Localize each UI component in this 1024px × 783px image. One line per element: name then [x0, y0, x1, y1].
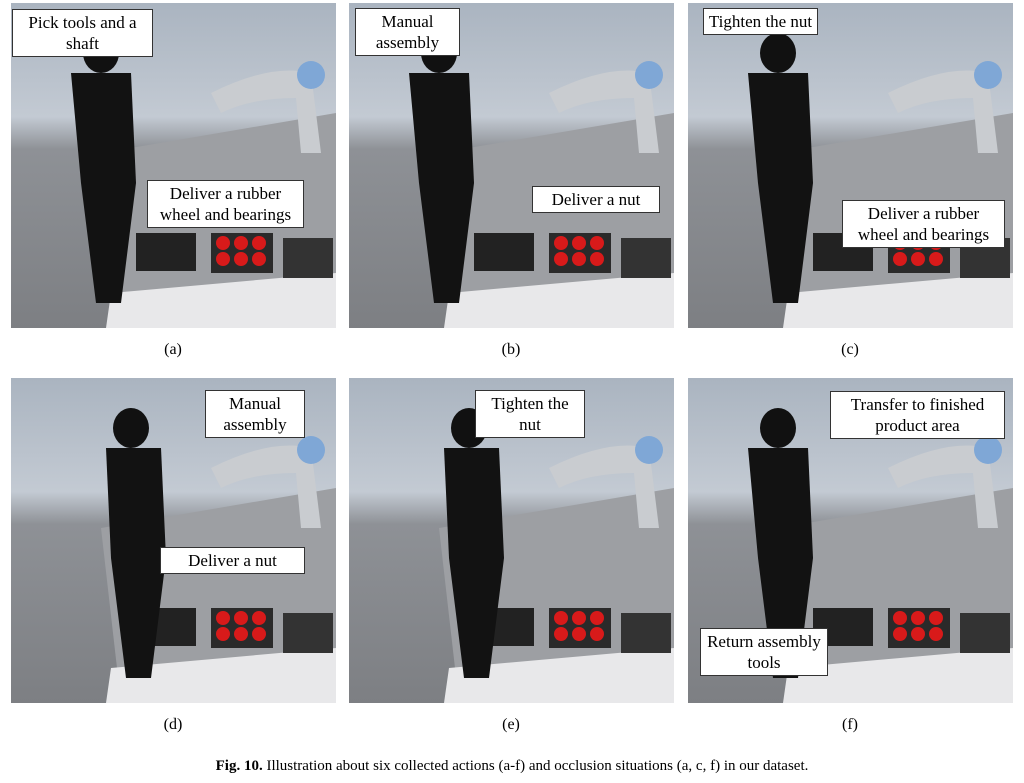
- subfigure-label: (d): [163, 716, 183, 733]
- subfigure-label: (f): [842, 716, 858, 733]
- callout: Pick tools and a shaft: [12, 9, 153, 57]
- subfigure-label: (c): [841, 341, 859, 358]
- callout: Deliver a nut: [160, 547, 305, 574]
- scene-photo: [748, 408, 1013, 703]
- scene-photo: [439, 408, 674, 703]
- scene-photo: [409, 33, 674, 328]
- subfigure-label: (b): [501, 341, 521, 358]
- photo-panel: [349, 3, 674, 328]
- photo-panel: [688, 378, 1013, 703]
- callout: Deliver a rubber wheel and bearings: [147, 180, 304, 228]
- scene-photo: [101, 408, 336, 703]
- scene-photo: [748, 33, 1013, 328]
- figure-caption: Fig. 10. Illustration about six collecte…: [215, 758, 809, 774]
- callout: Tighten the nut: [475, 390, 585, 438]
- subfigure-label: (a): [164, 341, 182, 358]
- photo-panel: [11, 378, 336, 703]
- photo-panel: [688, 3, 1013, 328]
- callout: Deliver a nut: [532, 186, 660, 213]
- subfigure-label: (e): [502, 716, 520, 733]
- callout: Return assembly tools: [700, 628, 828, 676]
- callout: Transfer to finished product area: [830, 391, 1005, 439]
- callout: Manual assembly: [355, 8, 460, 56]
- callout: Manual assembly: [205, 390, 305, 438]
- callout: Tighten the nut: [703, 8, 818, 35]
- callout: Deliver a rubber wheel and bearings: [842, 200, 1005, 248]
